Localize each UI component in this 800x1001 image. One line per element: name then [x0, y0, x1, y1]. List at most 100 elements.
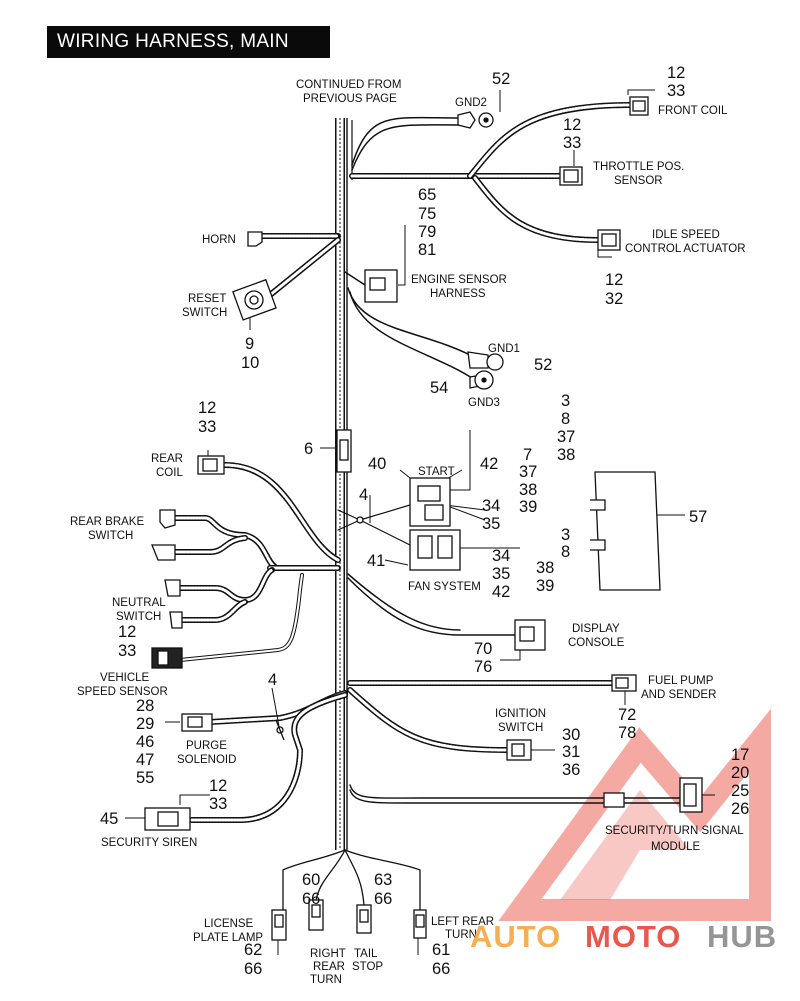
clip-4-lower: [275, 719, 285, 741]
callout-6: 6: [304, 440, 313, 458]
components: [144, 96, 703, 941]
left-rear-connector: [413, 909, 427, 939]
watermark-hub: HUB: [707, 919, 777, 954]
label-idle-2: CONTROL ACTUATOR: [625, 243, 746, 255]
callout-fan-r-2: 8: [561, 543, 570, 561]
callout-purge-3: 46: [136, 733, 154, 751]
rear-brake-terminal-2: [151, 544, 176, 561]
label-vss-2: SPEED SENSOR: [77, 686, 168, 698]
clip-4-upper: [356, 516, 364, 524]
label-continued-2: PREVIOUS PAGE: [303, 93, 397, 105]
label-display-2: CONSOLE: [568, 637, 625, 649]
callout-numbers: 52 12 33 12 33 12 32 65 75 79 81 9 10 52…: [100, 64, 749, 978]
label-purge-1: PURGE: [186, 740, 227, 752]
callout-start-m-3: 38: [519, 481, 537, 499]
callout-display-2: 76: [474, 658, 492, 676]
callout-gnd2: 52: [492, 70, 510, 88]
callout-fan-l-3: 42: [492, 583, 510, 601]
front-coil-connector: [629, 96, 649, 116]
label-horn: HORN: [202, 234, 236, 246]
label-right-rear-3: TURN: [310, 974, 342, 986]
callout-rear-r-2: 66: [374, 890, 392, 908]
label-throttle-1: THROTTLE POS.: [593, 161, 684, 173]
callout-4-lower: 4: [268, 671, 277, 689]
label-engine-1: ENGINE SENSOR: [411, 274, 507, 286]
callout-purge-1: 28: [136, 697, 154, 715]
callout-purge-5: 55: [136, 769, 154, 787]
rear-coil-connector: [197, 455, 225, 475]
callout-fan-lr-2: 39: [536, 577, 554, 595]
label-rear-brake-1: REAR BRAKE: [70, 516, 144, 528]
label-right-rear-2: REAR: [313, 961, 345, 973]
callout-idle-2: 32: [605, 290, 623, 308]
label-neutral-1: NEUTRAL: [112, 597, 166, 609]
label-rear-coil-1: REAR: [151, 453, 183, 465]
callout-42: 42: [480, 455, 498, 473]
callout-engine-4: 81: [418, 241, 436, 259]
label-start: START: [418, 466, 455, 478]
callout-40: 40: [368, 455, 386, 473]
label-rear-coil-2: COIL: [156, 467, 183, 479]
callout-start-r-1: 3: [561, 392, 570, 410]
label-gnd2: GND2: [455, 97, 487, 109]
callout-display-1: 70: [474, 640, 492, 658]
callout-start-r-2: 8: [561, 410, 570, 428]
callout-fan-l-2: 35: [492, 565, 510, 583]
callout-gnd3: 54: [430, 379, 448, 397]
main-trunk: [335, 118, 353, 850]
callout-siren-1: 12: [209, 777, 227, 795]
label-reset-2: SWITCH: [182, 307, 227, 319]
label-tail-1: TAIL: [354, 948, 378, 960]
callout-start-r-3: 37: [557, 428, 575, 446]
callout-rear-l-2: 66: [302, 890, 320, 908]
callout-engine-1: 65: [418, 186, 436, 204]
callout-fuel-1: 72: [618, 706, 636, 724]
callout-reset-1: 9: [245, 335, 254, 353]
label-front-coil: FRONT COIL: [658, 105, 728, 117]
callout-fuel-2: 78: [618, 724, 636, 742]
callout-siren-2: 33: [209, 795, 227, 813]
label-left-rear-1: LEFT REAR: [431, 916, 494, 928]
callout-front-coil-1: 12: [667, 64, 685, 82]
label-right-rear-1: RIGHT: [310, 948, 346, 960]
callout-left-rear-1: 61: [432, 941, 450, 959]
label-throttle-2: SENSOR: [614, 175, 663, 187]
callout-left-rear-2: 66: [432, 960, 450, 978]
label-gnd1: GND1: [488, 343, 520, 355]
vss-connector: [151, 647, 183, 669]
callout-gnd1: 52: [534, 356, 552, 374]
callout-fan-lr-1: 38: [536, 559, 554, 577]
label-ignition-2: SWITCH: [498, 722, 543, 734]
callout-4-upper: 4: [359, 486, 368, 504]
idle-connector: [597, 229, 621, 251]
ignition-switch-connector: [506, 739, 532, 761]
fuel-pump-connector: [611, 674, 637, 692]
label-turn-module-1: SECURITY/TURN SIGNAL: [605, 825, 744, 837]
label-gnd3: GND3: [468, 397, 500, 409]
label-engine-2: HARNESS: [430, 288, 486, 300]
callout-turn-1: 17: [731, 746, 749, 764]
label-vss-1: VEHICLE: [100, 672, 150, 684]
display-console-connector: [514, 619, 546, 651]
label-left-rear-2: TURN: [445, 929, 477, 941]
callout-start-m-4: 39: [519, 498, 537, 516]
label-continued-1: CONTINUED FROM: [296, 79, 401, 91]
callout-turn-3: 25: [731, 782, 749, 800]
callout-rear-coil-2: 33: [198, 418, 216, 436]
label-fuel-2: AND SENDER: [641, 689, 716, 701]
callout-purge-4: 47: [136, 751, 154, 769]
callout-purge-2: 29: [136, 715, 154, 733]
module-57: [590, 471, 661, 591]
callout-turn-4: 26: [731, 800, 749, 818]
callout-turn-2: 20: [731, 764, 749, 782]
tail-stop-connector: [356, 904, 372, 934]
callout-41: 41: [367, 552, 385, 570]
callout-vss-1: 12: [118, 623, 136, 641]
start-relay: [409, 477, 451, 527]
label-tail-2: STOP: [352, 961, 383, 973]
callout-engine-2: 75: [418, 205, 436, 223]
label-idle-1: IDLE SPEED: [652, 229, 720, 241]
branch-wires: [172, 102, 681, 911]
gnd1-terminal: [467, 351, 504, 371]
callout-vss-2: 33: [118, 642, 136, 660]
